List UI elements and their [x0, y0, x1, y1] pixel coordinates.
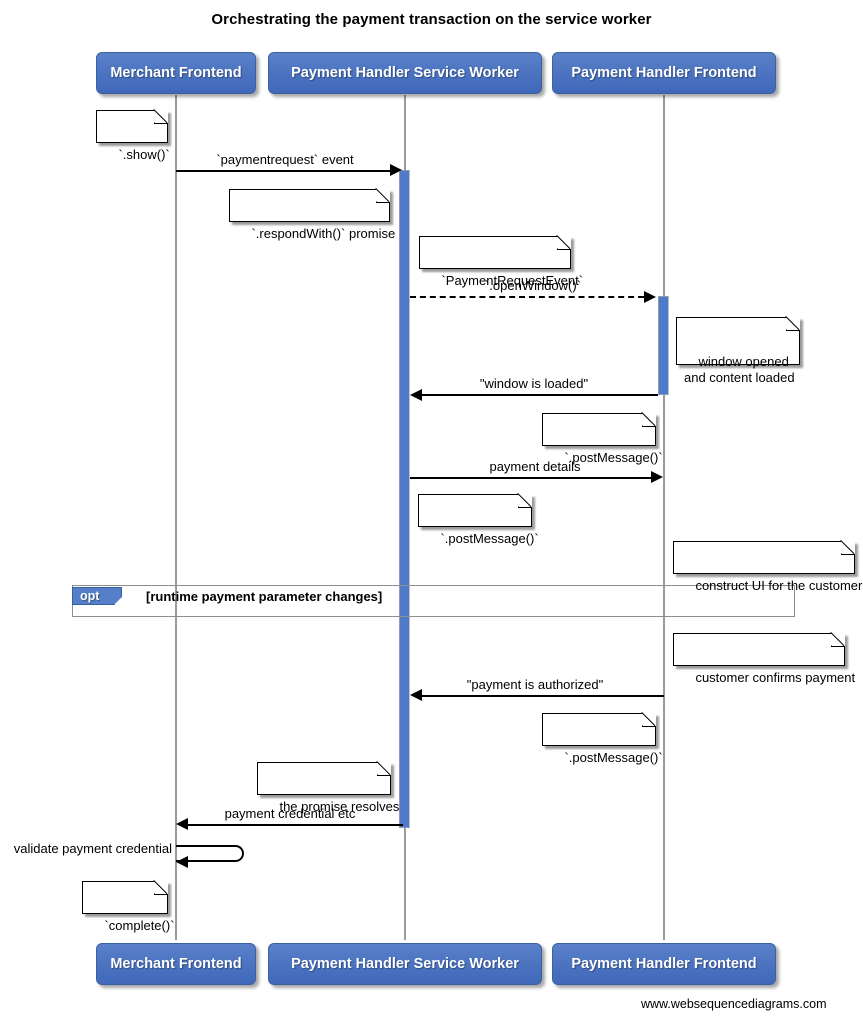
- note-text: `.postMessage()`: [564, 450, 663, 465]
- note-postmessage-2: `.postMessage()`: [418, 493, 539, 546]
- arrowhead-right: [644, 291, 656, 303]
- message-label-window-is-loaded: "window is loaded": [479, 376, 589, 391]
- participant-header-service-worker[interactable]: Payment Handler Service Worker: [268, 52, 542, 94]
- lifeline-payment-handler-frontend: [663, 95, 665, 940]
- message-label-openwindow: `.openWindow()`: [484, 278, 582, 293]
- selfloop-validate-credential: [176, 845, 244, 862]
- message-line-paymentrequest: [176, 170, 392, 172]
- note-text: construct UI for the customer: [695, 578, 863, 593]
- note-fold-icon: [376, 188, 390, 203]
- fragment-opt-condition: [runtime payment parameter changes]: [146, 589, 383, 604]
- note-fold-icon: [518, 493, 532, 508]
- lifeline-merchant: [175, 95, 177, 940]
- arrowhead-left: [410, 389, 422, 401]
- message-label-paymentrequest: `paymentrequest` event: [216, 152, 354, 167]
- note-postmessage-1: `.postMessage()`: [542, 412, 663, 465]
- note-text: customer confirms payment: [695, 670, 856, 685]
- message-line-openwindow: [410, 296, 644, 298]
- message-label-payment-authorized: "payment is authorized": [466, 677, 604, 692]
- note-postmessage-3: `.postMessage()`: [542, 712, 663, 765]
- message-line-payment-details: [410, 477, 652, 479]
- participant-footer-service-worker[interactable]: Payment Handler Service Worker: [268, 943, 542, 985]
- note-fold-icon: [841, 540, 855, 555]
- note-customer-confirms: customer confirms payment: [673, 632, 855, 685]
- arrowhead-left: [176, 818, 188, 830]
- activation-payment-handler-frontend: [658, 296, 669, 395]
- note-respondwith: `.respondWith()` promise: [229, 188, 395, 241]
- participant-footer-payment-handler-frontend[interactable]: Payment Handler Frontend: [552, 943, 776, 985]
- note-fold-icon: [154, 109, 168, 124]
- note-text: `complete()`: [104, 918, 175, 933]
- message-label-payment-credential: payment credential etc: [224, 806, 356, 821]
- note-complete: `complete()`: [82, 880, 175, 933]
- note-text: `PaymentRequestEvent`: [441, 273, 584, 288]
- page-title: Orchestrating the payment transaction on…: [211, 11, 652, 28]
- note-text: the promise resolves: [279, 799, 400, 814]
- footer-attribution: www.websequencediagrams.com: [641, 997, 827, 1011]
- arrowhead-left: [410, 689, 422, 701]
- note-text: `.show()`: [118, 147, 170, 162]
- message-label-validate-credential: validate payment credential: [13, 841, 172, 856]
- activation-service-worker: [399, 170, 410, 828]
- participant-header-merchant[interactable]: Merchant Frontend: [96, 52, 256, 94]
- message-line-payment-authorized: [422, 695, 664, 697]
- note-fold-icon: [154, 880, 168, 895]
- note-construct-ui: construct UI for the customer: [673, 540, 862, 593]
- note-fold-icon: [642, 712, 656, 727]
- note-text: window opened and content loaded: [684, 354, 795, 385]
- note-fold-icon: [786, 316, 800, 331]
- message-line-window-is-loaded: [422, 394, 658, 396]
- note-window-opened: window opened and content loaded: [676, 316, 800, 385]
- arrowhead-right: [390, 164, 402, 176]
- note-fold-icon: [642, 412, 656, 427]
- note-show: `.show()`: [96, 109, 170, 162]
- arrowhead-left: [176, 856, 188, 868]
- note-paymentrequestevent: `PaymentRequestEvent`: [419, 235, 583, 288]
- participant-footer-merchant[interactable]: Merchant Frontend: [96, 943, 256, 985]
- message-line-payment-credential: [188, 824, 403, 826]
- note-fold-icon: [557, 235, 571, 250]
- note-fold-icon: [377, 761, 391, 776]
- note-fold-icon: [831, 632, 845, 647]
- arrowhead-right: [651, 471, 663, 483]
- message-label-payment-details: payment details: [489, 459, 581, 474]
- fragment-opt-tab: opt: [72, 587, 122, 605]
- participant-header-payment-handler-frontend[interactable]: Payment Handler Frontend: [552, 52, 776, 94]
- note-text: `.postMessage()`: [440, 531, 539, 546]
- note-promise-resolves: the promise resolves: [257, 761, 399, 814]
- note-text: `.respondWith()` promise: [251, 226, 396, 241]
- note-text: `.postMessage()`: [564, 750, 663, 765]
